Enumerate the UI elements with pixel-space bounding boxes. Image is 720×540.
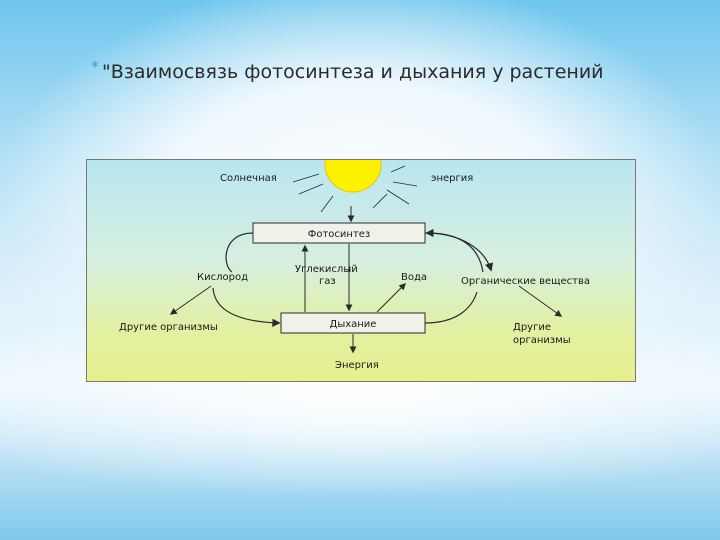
slide-title-text: "Взаимосвязь фотосинтеза и дыхания у рас… xyxy=(102,61,604,83)
arrow-photosynthesis-to-organics xyxy=(424,232,494,272)
organic-substances-label: Органические вещества xyxy=(461,276,590,287)
sun-icon xyxy=(324,160,382,193)
co2-label-line1: Углекислый xyxy=(295,264,358,275)
sun-rays xyxy=(292,165,418,213)
oxygen-label: Кислород xyxy=(197,272,248,283)
photosynthesis-label: Фотосинтез xyxy=(308,229,371,240)
arrow-oxygen-cycle-left xyxy=(212,232,279,323)
photosynthesis-respiration-diagram: Солнечная энергия Фотосинтез Дыхание xyxy=(86,159,636,382)
solar-energy-label-left: Солнечная xyxy=(220,173,277,184)
other-organisms-left-label: Другие организмы xyxy=(119,322,218,333)
solar-energy-label-right: энергия xyxy=(431,173,473,184)
respiration-box: Дыхание xyxy=(280,312,426,334)
respiration-label: Дыхание xyxy=(330,319,377,330)
water-label: Вода xyxy=(401,272,427,283)
other-organisms-right-label-line2: организмы xyxy=(513,335,571,346)
arrow-to-other-organisms-right xyxy=(518,285,563,317)
other-organisms-right-label-line1: Другие xyxy=(513,322,551,333)
arrow-to-other-organisms-left xyxy=(169,285,212,315)
energy-out-label: Энергия xyxy=(335,360,379,371)
arrow-water-up xyxy=(376,283,406,313)
bullet-asterisk: * xyxy=(91,57,99,76)
slide-title: * "Взаимосвязь фотосинтеза и дыхания у р… xyxy=(91,57,622,85)
photosynthesis-box: Фотосинтез xyxy=(252,222,426,244)
co2-label-line2: газ xyxy=(319,276,336,287)
